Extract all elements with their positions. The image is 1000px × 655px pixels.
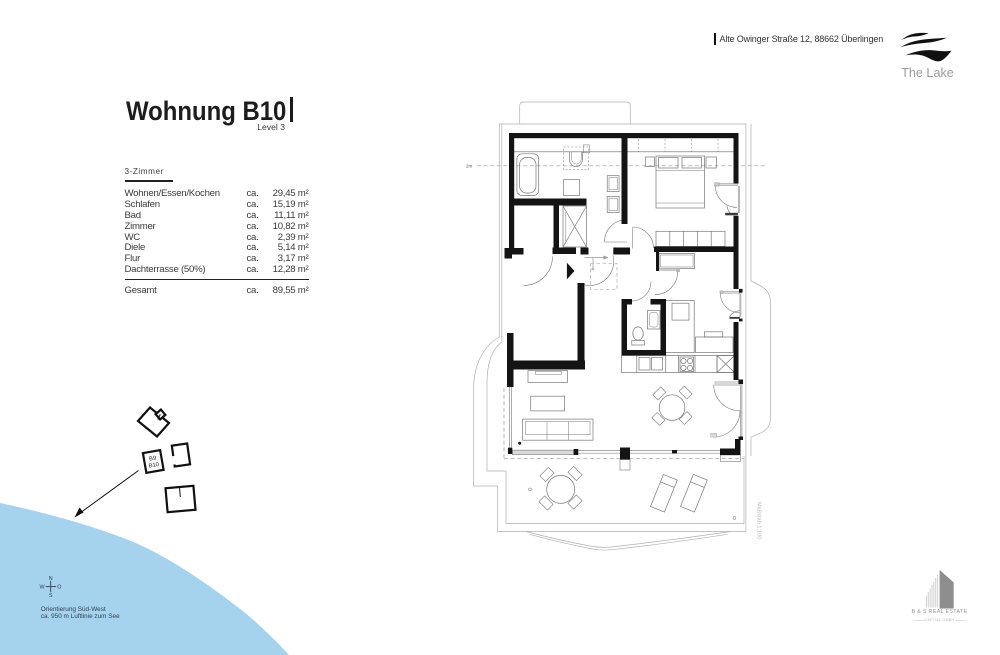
- svg-text:N: N: [49, 576, 53, 582]
- svg-text:2m: 2m: [466, 164, 473, 169]
- svg-text:B10: B10: [148, 462, 159, 470]
- svg-text:O: O: [57, 585, 61, 591]
- svg-text:Maßstab 1:100: Maßstab 1:100: [756, 502, 762, 539]
- svg-text:S: S: [49, 593, 53, 599]
- svg-text:B9: B9: [149, 455, 157, 462]
- svg-text:W: W: [39, 585, 45, 591]
